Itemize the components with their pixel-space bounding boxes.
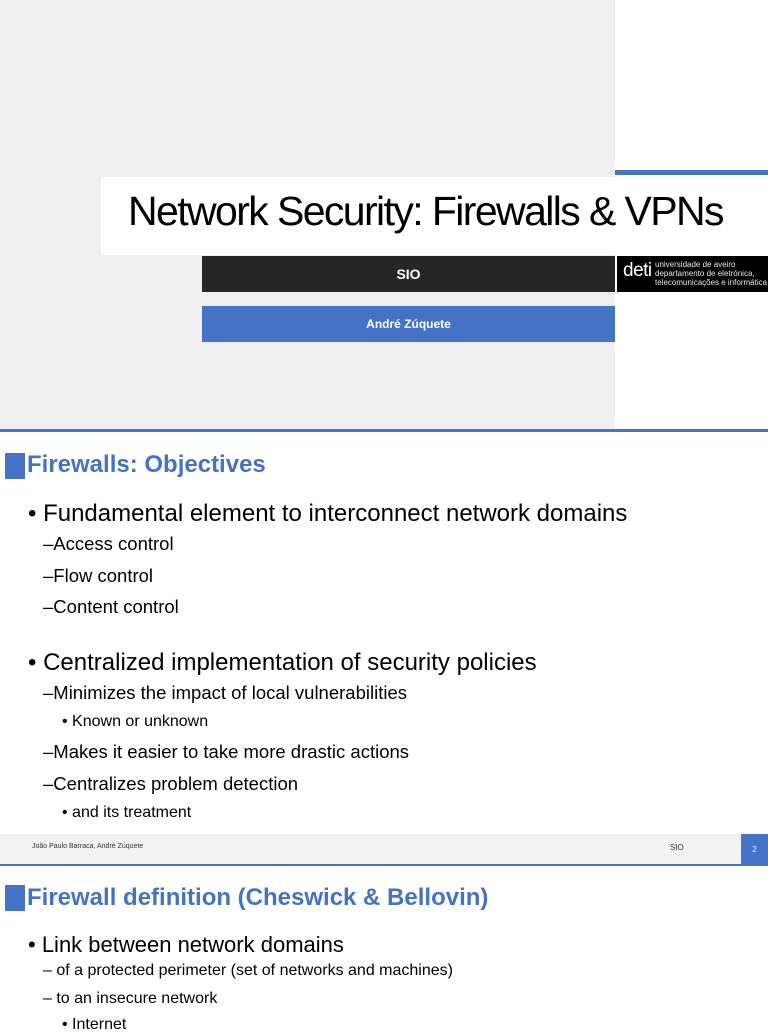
deti-logo-line: universidade de aveiro xyxy=(655,260,736,269)
sub-bullet-item: –Access control xyxy=(43,533,174,554)
definition-slide: Firewall definition (Cheswick & Bellovin… xyxy=(0,864,768,1033)
title-marker xyxy=(5,885,25,911)
footer-course: SIO xyxy=(670,843,684,852)
accent-bar xyxy=(615,170,768,175)
sub-bullet-item: –Centralizes problem detection xyxy=(43,773,299,794)
sub-sub-bullet-item: • Internet xyxy=(62,1016,127,1033)
slide-divider xyxy=(0,429,768,432)
sub-sub-bullet-item: • and its treatment xyxy=(62,804,192,821)
course-label: SIO xyxy=(396,266,421,282)
sub-bullet-item: –Minimizes the impact of local vulnerabi… xyxy=(43,682,407,703)
author-label: André Zúquete xyxy=(366,317,451,331)
sub-bullet-item: –Content control xyxy=(43,596,179,617)
slide-divider xyxy=(0,864,768,866)
slide-title: Firewall definition (Cheswick & Bellovin… xyxy=(27,884,489,911)
sub-bullet-item: – to an insecure network xyxy=(43,990,218,1007)
deti-logo-line: telecomunicações e informática xyxy=(655,278,768,287)
sub-sub-bullet-item: • Known or unknown xyxy=(62,713,209,730)
deti-logo-line: departamento de eletrónica, xyxy=(655,269,755,278)
sub-bullet-item: – of a protected perimeter (set of netwo… xyxy=(43,962,453,979)
page-number-label: 2 xyxy=(752,844,757,854)
page-number: 2 xyxy=(741,834,768,864)
bullet-item: • Fundamental element to interconnect ne… xyxy=(28,500,628,527)
sub-bullet-item: –Makes it easier to take more drastic ac… xyxy=(43,741,410,762)
deti-logo-wordmark: deti xyxy=(623,260,652,281)
title-slide: Network Security: Firewalls & VPNs SIO d… xyxy=(0,0,768,432)
author-bar: André Zúquete xyxy=(202,306,615,342)
sub-bullet-item: –Flow control xyxy=(43,565,154,586)
deti-logo: deti universidade de aveiro departamento… xyxy=(617,256,768,292)
title-box xyxy=(101,177,768,255)
objectives-slide: Firewalls: Objectives • Fundamental elem… xyxy=(0,432,768,864)
presentation-title: Network Security: Firewalls & VPNs xyxy=(128,188,725,234)
slide-footer: João Paulo Barraca, André Zúquete SIO 2 xyxy=(0,834,768,864)
slide-title: Firewalls: Objectives xyxy=(27,451,266,478)
bullet-item: • Link between network domains xyxy=(28,932,344,957)
title-marker xyxy=(5,453,25,479)
footer-authors: João Paulo Barraca, André Zúquete xyxy=(32,843,144,850)
course-bar: SIO xyxy=(202,256,615,292)
bullet-item: • Centralized implementation of security… xyxy=(28,649,537,676)
